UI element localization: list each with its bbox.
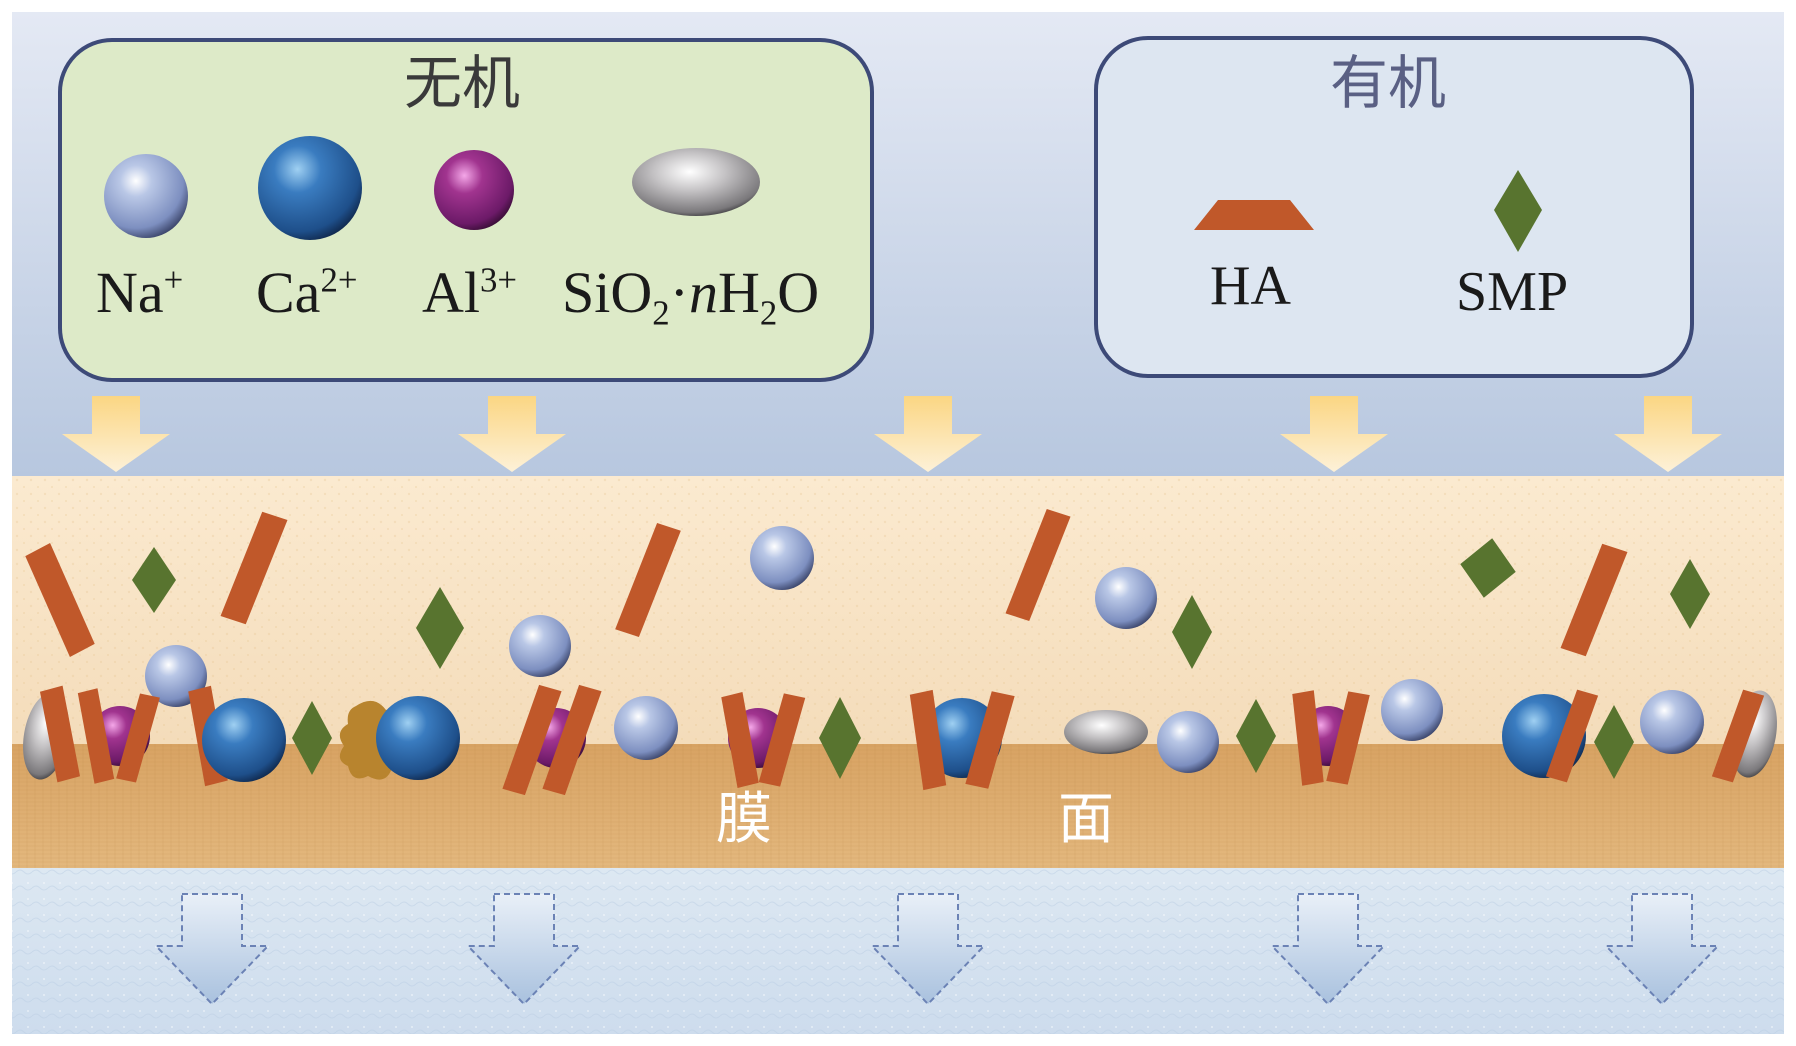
na-particle-icon: [1095, 567, 1157, 629]
smp-particle-icon: [1670, 559, 1710, 629]
legend-ha-trapezoid-icon: [1194, 200, 1314, 230]
feed-arrow-icon: [62, 396, 170, 472]
ha-particle-icon: [721, 691, 759, 789]
ha-particle-icon: [25, 542, 95, 658]
feed-arrow-icon: [1614, 396, 1722, 472]
organic-title: 有机: [1330, 49, 1447, 117]
permeate-arrow-icon: [153, 893, 271, 1006]
smp-particle-icon: [1172, 595, 1212, 669]
smp-particle-icon: [292, 701, 332, 775]
permeate-arrows: [153, 893, 1721, 1006]
ha-particle-icon: [502, 684, 562, 796]
legend-al-sphere-icon: [434, 150, 514, 230]
ha-particle-icon: [77, 688, 115, 784]
smp-particle-icon: [1460, 538, 1516, 598]
ha-particle-icon: [1545, 689, 1599, 783]
ha-particle-icon: [39, 685, 81, 783]
permeate-arrow-icon: [465, 893, 583, 1006]
al-label: Al3+: [422, 260, 518, 325]
na-particle-icon: [509, 615, 571, 677]
smp-particle-icon: [132, 547, 176, 613]
ha-particle-icon: [1005, 508, 1071, 622]
ha-particle-icon: [220, 511, 288, 625]
organic-legend-box: [1094, 36, 1694, 378]
ha-particle-icon: [1560, 543, 1628, 657]
ha-particle-icon: [758, 693, 806, 787]
na-label: Na+: [96, 260, 184, 325]
inorganic-title: 无机: [404, 49, 521, 117]
ha-particle-icon: [116, 693, 160, 783]
ca-label: Ca2+: [256, 260, 358, 325]
legend-silica-ellipse-icon: [632, 148, 760, 216]
foulant-particles: [23, 508, 1777, 796]
smp-particle-icon: [416, 587, 464, 669]
smp-particle-icon: [1594, 705, 1634, 779]
ha-particle-icon: [615, 523, 681, 637]
permeate-arrow-icon: [869, 893, 987, 1006]
silica-label: SiO2·nH2O: [562, 260, 820, 333]
na-particle-icon: [1381, 679, 1443, 741]
na-particle-icon: [614, 696, 678, 760]
na-particle-icon: [750, 526, 814, 590]
smp-particle-icon: [1236, 699, 1276, 773]
ha-particle-icon: [965, 691, 1015, 789]
ha-particle-icon: [1326, 691, 1370, 785]
legend-ca-sphere-icon: [258, 136, 362, 240]
feed-arrow-icon: [1280, 396, 1388, 472]
ha-particle-icon: [909, 689, 947, 791]
ha-label: HA: [1210, 255, 1291, 317]
silica-particle-icon: [1064, 710, 1148, 754]
na-particle-icon: [1157, 711, 1219, 773]
ca-particle-icon: [376, 696, 460, 780]
feed-arrow-icon: [874, 396, 982, 472]
ha-particle-icon: [542, 684, 602, 796]
permeate-arrow-icon: [1603, 893, 1721, 1006]
smp-label: SMP: [1456, 261, 1569, 323]
membrane-char-2: 面: [1058, 787, 1114, 852]
membrane-char-1: 膜: [716, 787, 772, 852]
ha-particle-icon: [1711, 689, 1765, 783]
smp-particle-icon: [819, 697, 861, 779]
feed-arrow-icon: [458, 396, 566, 472]
feed-arrows: [62, 396, 1722, 472]
legend-na-sphere-icon: [104, 154, 188, 238]
legend-smp-diamond-icon: [1494, 170, 1542, 252]
ha-particle-icon: [1292, 690, 1324, 786]
na-particle-icon: [1640, 690, 1704, 754]
ca-particle-icon: [202, 698, 286, 782]
permeate-arrow-icon: [1269, 893, 1387, 1006]
